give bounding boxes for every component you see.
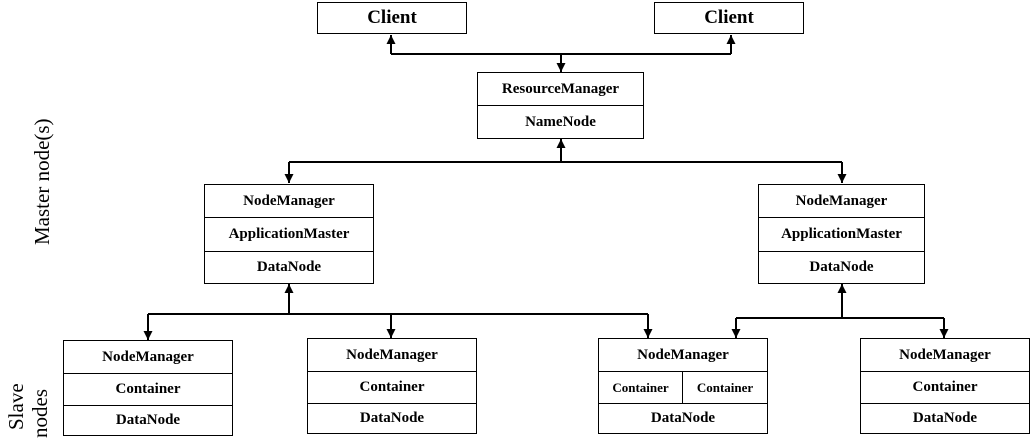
container-row: Container Container: [599, 371, 767, 403]
node-manager-label: NodeManager: [102, 348, 194, 365]
node-manager-label: NodeManager: [795, 192, 888, 209]
container-label: Container: [696, 379, 754, 395]
node-manager-label: NodeManager: [243, 192, 335, 209]
resource-manager-label: ResourceManager: [501, 80, 620, 97]
level2-node-box-left: NodeManager ApplicationMaster DataNode: [204, 184, 374, 284]
node-manager-label: NodeManager: [346, 346, 438, 363]
data-node-label: DataNode: [599, 403, 767, 433]
slave-node-box-3: NodeManager Container Container DataNode: [598, 338, 768, 434]
client-label: Client: [704, 7, 754, 28]
container-label: Container: [308, 371, 476, 403]
slave-node-box-4: NodeManager Container DataNode: [860, 338, 1030, 434]
node-manager-label: NodeManager: [637, 346, 729, 363]
data-node-label: DataNode: [64, 405, 232, 435]
name-node-label: NameNode: [478, 105, 643, 138]
client-box-right: Client: [654, 2, 804, 34]
application-master-label: ApplicationMaster: [205, 217, 373, 251]
data-node-label: DataNode: [308, 403, 476, 433]
client-label: Client: [367, 7, 417, 28]
data-node-label: DataNode: [205, 251, 373, 283]
container-label: Container: [599, 372, 683, 403]
slave-nodes-side-label-line2: nodes: [28, 389, 52, 438]
slave-nodes-side-label-line1: Slave: [4, 383, 28, 430]
master-node-box: ResourceManager NameNode: [477, 72, 644, 139]
slave-node-box-2: NodeManager Container DataNode: [307, 338, 477, 434]
level2-node-box-right: NodeManager ApplicationMaster DataNode: [758, 184, 925, 284]
master-nodes-side-label: Master node(s): [30, 118, 54, 245]
application-master-label: ApplicationMaster: [759, 217, 924, 251]
data-node-label: DataNode: [759, 251, 924, 283]
data-node-label: DataNode: [861, 403, 1029, 433]
slave-node-box-1: NodeManager Container DataNode: [63, 340, 233, 436]
container-label: Container: [64, 373, 232, 405]
client-box-left: Client: [317, 2, 467, 34]
container-label: Container: [861, 371, 1029, 403]
node-manager-label: NodeManager: [899, 346, 991, 363]
